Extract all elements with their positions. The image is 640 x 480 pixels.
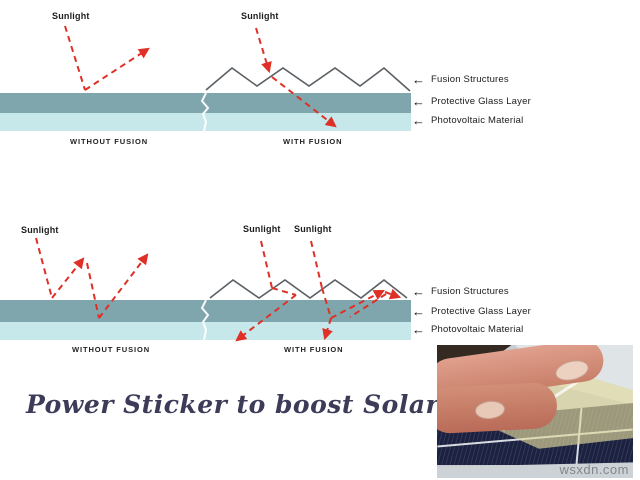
panel-frame-edge xyxy=(437,462,633,478)
layer-label-protective-glass: ← Protective Glass Layer xyxy=(412,93,531,109)
layer-label-text: Photovoltaic Material xyxy=(431,115,524,126)
caption-with-fusion: WITH FUSION xyxy=(284,345,344,354)
sunlight-label: Sunlight xyxy=(294,224,332,234)
sun-ray-incident xyxy=(310,240,323,289)
left-arrow-icon: ← xyxy=(412,321,425,337)
sun-ray-incident xyxy=(86,262,100,319)
sun-ray-absorbed xyxy=(271,76,337,128)
panel-crack xyxy=(200,299,210,341)
sun-ray-reflected xyxy=(98,253,149,319)
left-arrow-icon: ← xyxy=(412,112,425,128)
solar-sticker-photo: wsxdn.com xyxy=(437,345,633,478)
layer-label-fusion-structures: ← Fusion Structures xyxy=(412,71,509,87)
sun-ray-bounce xyxy=(271,287,297,296)
sun-ray-bounce xyxy=(384,288,402,300)
sun-ray-absorbed xyxy=(322,317,333,341)
left-arrow-icon: ← xyxy=(412,303,425,319)
sunlight-label: Sunlight xyxy=(243,224,281,234)
watermark-text: wsxdn.com xyxy=(559,462,629,477)
sun-ray-bounce xyxy=(321,287,332,319)
sun-ray-incident xyxy=(260,240,273,289)
fusion-structures-zigzag xyxy=(205,66,411,92)
sunlight-label: Sunlight xyxy=(241,11,279,21)
layer-label-protective-glass: ← Protective Glass Layer xyxy=(412,303,531,319)
layer-label-fusion-structures: ← Fusion Structures xyxy=(412,283,509,299)
sun-ray-incident xyxy=(64,25,86,91)
sun-ray-reflected xyxy=(84,47,150,91)
sun-ray-bounce xyxy=(349,293,387,318)
bottom-diagram xyxy=(0,237,411,342)
sun-ray-absorbed xyxy=(235,294,297,342)
caption-without-fusion: WITHOUT FUSION xyxy=(70,137,149,146)
panel-crack xyxy=(200,92,210,132)
layer-label-text: Protective Glass Layer xyxy=(431,96,531,107)
glass-layer-band xyxy=(0,93,411,113)
left-arrow-icon: ← xyxy=(412,93,425,109)
left-arrow-icon: ← xyxy=(412,71,425,87)
top-diagram xyxy=(0,25,411,132)
fusion-structures-zigzag xyxy=(209,278,408,299)
layer-label-photovoltaic: ← Photovoltaic Material xyxy=(412,112,524,128)
layer-label-text: Photovoltaic Material xyxy=(431,324,524,335)
sunlight-label: Sunlight xyxy=(21,225,59,235)
layer-label-text: Protective Glass Layer xyxy=(431,306,531,317)
layer-label-text: Fusion Structures xyxy=(431,74,509,85)
layer-label-text: Fusion Structures xyxy=(431,286,509,297)
sun-ray-reflected xyxy=(51,257,85,299)
layer-label-photovoltaic: ← Photovoltaic Material xyxy=(412,321,524,337)
caption-without-fusion: WITHOUT FUSION xyxy=(72,345,151,354)
sun-ray-incident xyxy=(35,237,53,299)
left-arrow-icon: ← xyxy=(412,283,425,299)
sunlight-label: Sunlight xyxy=(52,11,90,21)
sun-ray-incident xyxy=(255,27,272,74)
caption-with-fusion: WITH FUSION xyxy=(283,137,343,146)
